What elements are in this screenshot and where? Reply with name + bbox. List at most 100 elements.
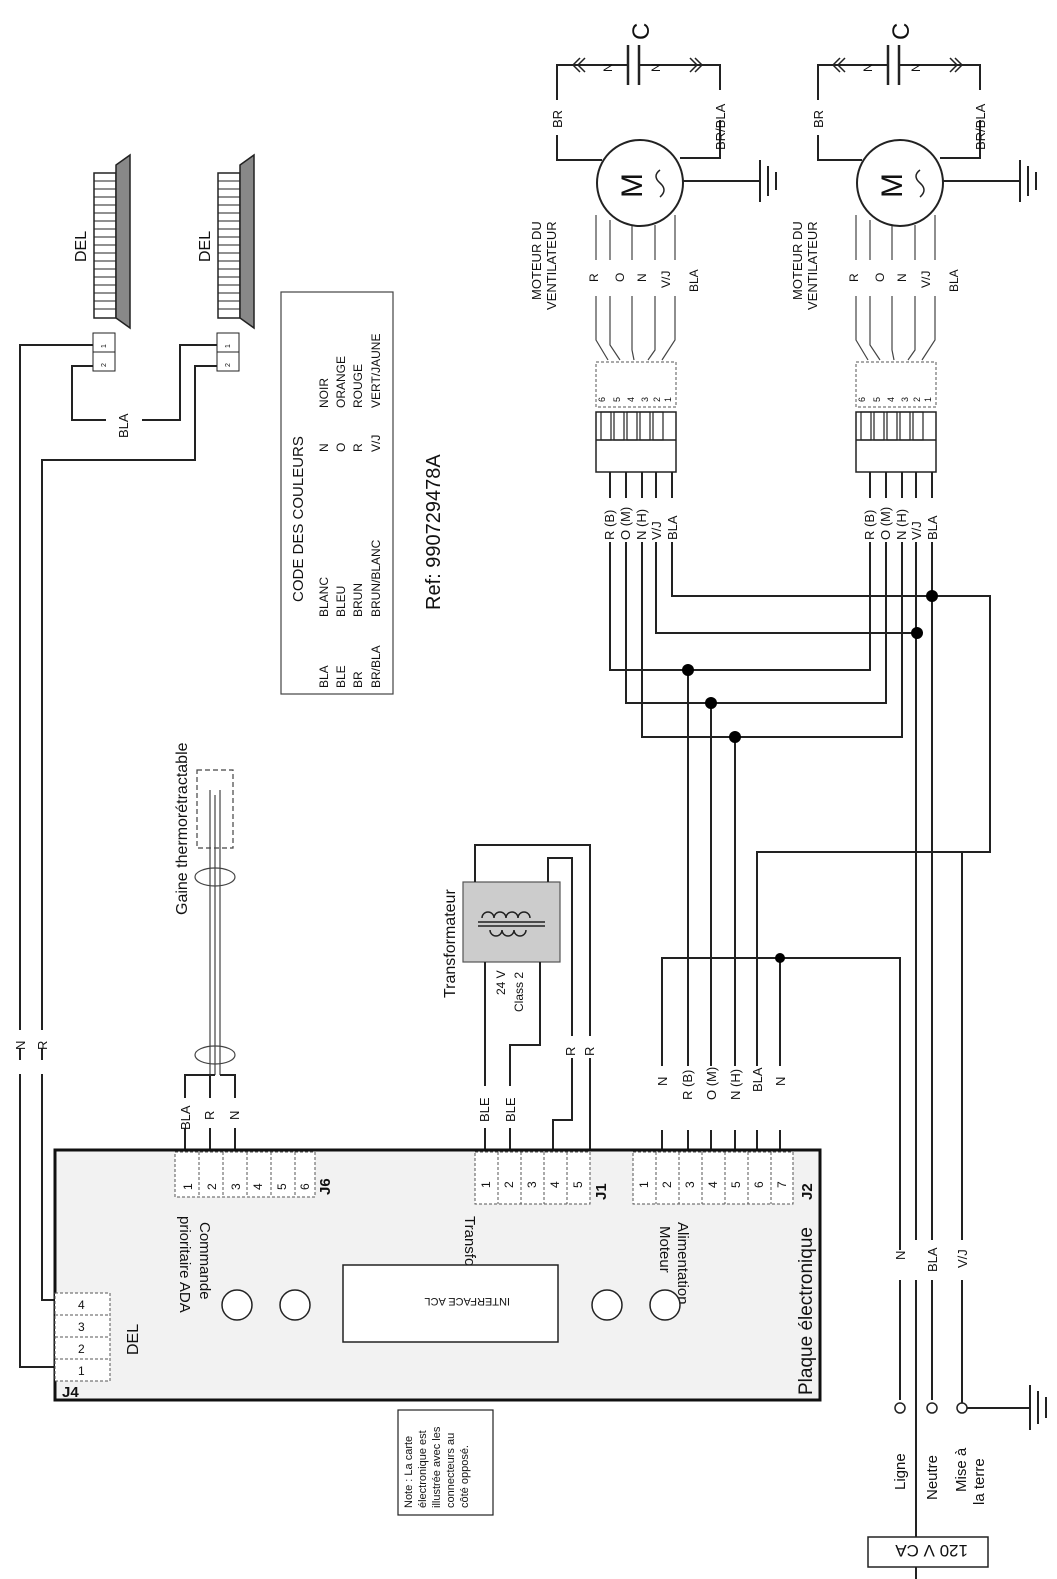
legend-name-o: ORANGE — [334, 356, 348, 408]
transformer — [462, 881, 561, 963]
connector-j4: 1 2 3 4 — [54, 1292, 111, 1382]
j1-pin-3: 3 — [525, 1181, 539, 1188]
j4-del-label: DEL — [125, 1324, 142, 1355]
motor2-pin-6: 6 — [857, 397, 867, 402]
electronic-board: 1 2 3 4 DEL J4 1 2 3 4 5 6 J6 — [53, 1148, 822, 1402]
motor1-m: M — [616, 173, 649, 198]
motor2-pin-3: 3 — [900, 397, 910, 402]
motor2-capacitor-label: C — [888, 23, 915, 40]
led2-pin-2: 2 — [225, 363, 232, 367]
legend-name-r: ROUGE — [351, 364, 365, 408]
motor2-br-label: BR — [811, 110, 826, 128]
color-code-legend: CODE DES COULEURS BLA BLANC BLE BLEU BR … — [280, 291, 394, 695]
harness1-vj: V/J — [649, 521, 664, 540]
legend-name-vj: VERT/JAUNE — [369, 334, 383, 408]
board-button-3 — [591, 1289, 623, 1321]
j2-label: J2 — [799, 1183, 816, 1200]
legend-code-bla: BLA — [317, 665, 331, 688]
motor2-label-line2: VENTILATEUR — [805, 221, 820, 310]
motor1-pin-2: 2 — [652, 397, 662, 402]
legend-code-brbla: BR/BLA — [369, 645, 383, 688]
del-label-2: DEL — [197, 231, 214, 262]
j6-label: J6 — [317, 1178, 334, 1195]
j6-pin-4: 4 — [251, 1183, 265, 1190]
j4-pin-2: 2 — [78, 1342, 85, 1356]
j2-pin-2: 2 — [660, 1181, 674, 1188]
j6-pin-2: 2 — [205, 1183, 219, 1190]
j6-label-commande: Commande — [196, 1222, 213, 1300]
motor1-wire-n: N — [635, 273, 649, 282]
connector-j6: 1 2 3 4 5 6 — [174, 1151, 316, 1198]
led-bar-1: 2 1 — [92, 153, 131, 372]
legend-code-r: R — [351, 443, 365, 452]
j6-pin-5: 5 — [275, 1183, 289, 1190]
harness2-o-m: O (M) — [878, 507, 893, 540]
legend-name-ble: BLEU — [334, 586, 348, 617]
legend-code-vj: V/J — [369, 435, 383, 452]
motor1-br-label: BR — [550, 110, 565, 128]
j2-wire-r-b: R (B) — [680, 1070, 695, 1100]
j6-wire-r: R — [202, 1111, 217, 1120]
j2-wire-n: N — [655, 1077, 670, 1086]
j2-wire-n-h: N (H) — [728, 1069, 743, 1100]
motor2-wire-vj: V/J — [919, 271, 933, 288]
motor2-cap-n-right: N — [909, 63, 923, 72]
led1-pin-2: 2 — [101, 363, 108, 367]
motor1-wire-vj: V/J — [659, 271, 673, 288]
motor2-pin-1: 1 — [923, 397, 933, 402]
j1-wire-r-2: R — [582, 1047, 597, 1056]
j2-pin-5: 5 — [729, 1181, 743, 1188]
harness2-bla: BLA — [925, 515, 940, 540]
j2-label-alimentation: Alimentation, — [674, 1222, 691, 1309]
j1-pin-4: 4 — [548, 1181, 562, 1188]
motor2-wire-o: O — [873, 273, 887, 282]
j2-pin-4: 4 — [706, 1181, 720, 1188]
j2-wire-n-2: N — [773, 1077, 788, 1086]
transformer-voltage: 24 V — [494, 970, 508, 995]
motor2-pin-2: 2 — [912, 397, 922, 402]
supply-wire-vj: V/J — [955, 1249, 970, 1268]
harness1-n-h: N (H) — [634, 509, 649, 540]
legend-name-n: NOIR — [317, 378, 331, 408]
supply-terre-label-2: la terre — [971, 1458, 988, 1505]
motor1-cap-n-left: N — [601, 63, 615, 72]
j4-pin-3: 3 — [78, 1320, 85, 1334]
j6-label-prioritaire: prioritaire ADA — [176, 1216, 193, 1313]
led-bar-2: 2 1 — [216, 153, 255, 372]
fan-motor-2: M 6 — [817, 45, 1037, 473]
legend-code-n: N — [317, 443, 331, 452]
j1-wire-ble-1: BLE — [477, 1097, 492, 1122]
board-button-2 — [279, 1289, 311, 1321]
j2-pin-3: 3 — [683, 1181, 697, 1188]
motor2-wire-bla: BLA — [947, 269, 961, 292]
harness1-r-b: R (B) — [602, 510, 617, 540]
note-box: Note : La carte électronique est illustr… — [397, 1409, 494, 1516]
motor1-pin-5: 5 — [612, 397, 622, 402]
lcd-interface-label: INTERFACE ACL — [424, 1295, 510, 1307]
note-line-5: côté opposé. — [459, 1445, 471, 1508]
supply-wiring — [894, 596, 1047, 1430]
motor2-m: M — [876, 173, 909, 198]
motor1-cap-n-right: N — [649, 63, 663, 72]
supply-terre-label-1: Mise à — [953, 1447, 970, 1492]
motor2-label-line1: MOTEUR DU — [790, 221, 805, 300]
legend-title: CODE DES COULEURS — [290, 436, 307, 602]
supply-ligne-label: Ligne — [892, 1453, 909, 1490]
legend-name-brbla: BRUN/BLANC — [369, 539, 383, 617]
motor1-label-line1: MOTEUR DU — [529, 221, 544, 300]
j2-wire-bla: BLA — [750, 1067, 765, 1092]
note-line-1: Note : La carte — [403, 1436, 415, 1508]
j2-pin-1: 1 — [637, 1181, 651, 1188]
j4-pin-4: 4 — [78, 1298, 85, 1312]
led2-pin-1: 1 — [225, 344, 232, 348]
note-line-3: illustrée avec les — [431, 1426, 443, 1508]
led-bla-label: BLA — [116, 413, 131, 438]
motor1-brbla-label: BR/BLA — [713, 103, 728, 150]
motor1-pin-1: 1 — [663, 397, 673, 402]
transformer-label: Transformateur — [442, 889, 459, 998]
motor2-wire-r: R — [847, 273, 861, 282]
j1-wire-ble-2: BLE — [503, 1097, 518, 1122]
legend-code-ble: BLE — [334, 665, 348, 688]
led-wire-r: R — [35, 1041, 50, 1050]
